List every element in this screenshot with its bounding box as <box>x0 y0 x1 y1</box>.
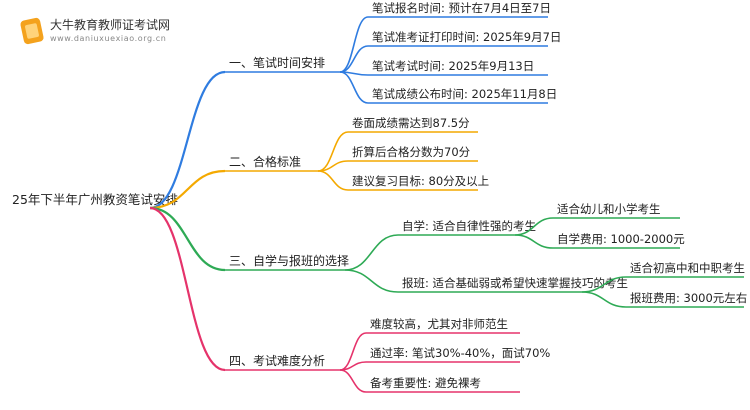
root-branch-connector <box>149 206 226 272</box>
child-connector <box>339 332 367 371</box>
child-label: 笔试成绩公布时间: 2025年11月8日 <box>372 87 557 101</box>
child-label: 通过率: 笔试30%-40%，面试70% <box>370 346 550 360</box>
child-connector <box>339 369 367 393</box>
child-label: 报班: 适合基础弱或希望快速掌握技巧的考生 <box>402 276 628 290</box>
child-connector <box>344 234 399 271</box>
grandchild-connector <box>514 234 554 249</box>
root-branch-connector <box>149 70 226 210</box>
child-label: 自学: 适合自律性强的考生 <box>402 219 536 233</box>
branch-4-label: 四、考试难度分析 <box>229 353 325 368</box>
child-connector <box>339 71 369 104</box>
logo-name: 大牛教育教师证考试网 <box>50 18 171 32</box>
child-label: 折算后合格分数为70分 <box>352 145 471 159</box>
child-connector <box>339 45 369 73</box>
grandchild-label: 自学费用: 1000-2000元 <box>557 232 685 246</box>
child-label: 笔试考试时间: 2025年9月13日 <box>372 59 534 73</box>
root-branch-connector <box>149 206 226 372</box>
branch-3-label: 三、自学与报班的选择 <box>229 253 349 268</box>
grandchild-label: 适合幼儿和小学考生 <box>557 202 661 216</box>
root-branch-connector <box>149 169 226 210</box>
site-logo: 大牛教育教师证考试网 www.daniuxuexiao.org.cn <box>18 14 178 48</box>
child-label: 卷面成绩需达到87.5分 <box>352 116 470 130</box>
grandchild-label: 适合初高中和中职考生 <box>630 261 745 275</box>
child-label: 备考重要性: 避免裸考 <box>370 376 481 390</box>
grandchild-label: 报班费用: 3000元左右 <box>630 291 747 305</box>
child-label: 难度较高，尤其对非师范生 <box>370 317 508 331</box>
child-connector <box>317 170 349 191</box>
child-connector <box>339 16 369 73</box>
branch-1-label: 一、笔试时间安排 <box>229 55 325 70</box>
branch-2-label: 二、合格标准 <box>229 154 301 169</box>
child-label: 笔试准考证打印时间: 2025年9月7日 <box>372 30 561 44</box>
child-label: 笔试报名时间: 预计在7月4日至7日 <box>372 1 551 15</box>
child-label: 建议复习目标: 80分及以上 <box>352 174 489 188</box>
root-label: 25年下半年广州教资笔试安排 <box>12 192 178 207</box>
logo-url: www.daniuxuexiao.org.cn <box>50 34 167 43</box>
child-connector <box>344 269 399 293</box>
grandchild-connector <box>581 291 627 308</box>
